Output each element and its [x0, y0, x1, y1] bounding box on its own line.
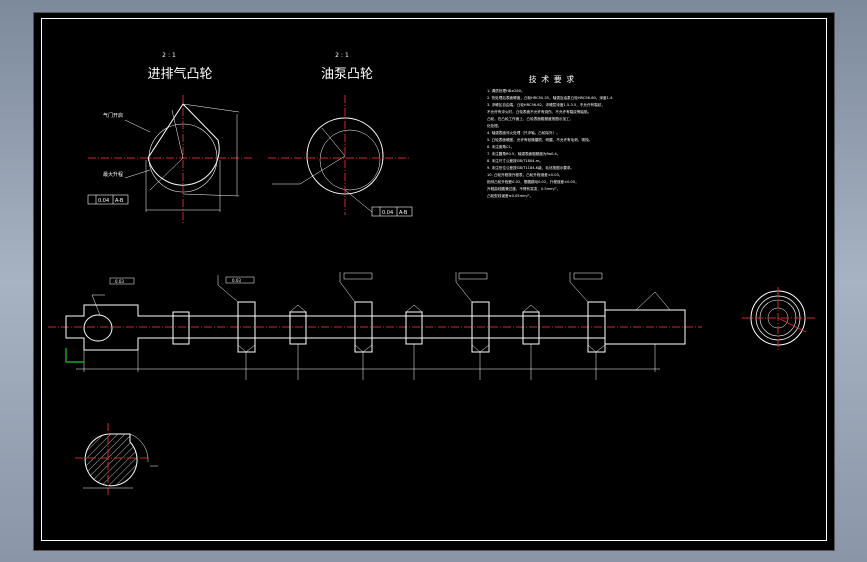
technical-requirements: 技 术 要 求 1. 调质处理HB≥280。 2. 热处理后表面硬度，凸轮HRC… — [487, 74, 614, 198]
datum-flag-1 — [225, 276, 255, 284]
tech-line: 6. 未注倒角C1。 — [487, 144, 514, 149]
tolerance-frame-1 — [87, 194, 129, 205]
datum-flag-text: 0.03 — [232, 278, 241, 283]
tech-line: 9. 未注形位公差按GB/T1184-K级，毛坯按图示要求。 — [487, 165, 574, 170]
end-view — [742, 287, 815, 352]
lift-leader — [124, 169, 151, 179]
journal-4 — [522, 311, 540, 345]
tech-line: 升程曲线圆滑过渡，不得有突变，0.5mm/°， — [487, 186, 560, 191]
pump-view-title: 油泵凸轮 — [321, 67, 373, 82]
pump-cam-inner — [319, 129, 381, 191]
gear-flange — [83, 314, 113, 342]
datum-flag-5 — [109, 277, 135, 285]
tech-line: 相邻凸轮升程差0.02，基圆跳动0.02，升程误差±0.05， — [487, 179, 579, 184]
cam-lobe-2 — [354, 301, 373, 353]
section-angle-dim — [129, 433, 149, 463]
dimension-ticks — [83, 344, 656, 380]
journal-1 — [172, 311, 190, 345]
ucs-icon — [65, 348, 84, 363]
intake-exhaust-cam-view: 2:1 进排气凸轮 气门开启 最大升程 0.04 A-B — [87, 52, 252, 225]
tolerance-datum-1: A-B — [115, 198, 124, 204]
tech-line: 凸轮型线误差≤0.05mm/°。 — [487, 193, 533, 198]
tech-line: 化处理。 — [487, 123, 501, 128]
max-lift-label: 最大升程 — [103, 171, 123, 178]
cam-view-title: 进排气凸轮 — [147, 66, 212, 82]
tech-line: 4. 轴颈表面淬火处理（只淬轴，凸轮除外）。 — [487, 130, 560, 135]
drawing-sheet — [33, 12, 835, 551]
tolerance-frame-2 — [371, 206, 413, 217]
journal-3 — [405, 311, 423, 345]
tech-line: 5. 凸轮表面硬度，允许有轻微磨损，研磨，不允许有毛刺、锈蚀。 — [487, 137, 592, 142]
tech-requirements-title: 技 术 要 求 — [529, 74, 576, 84]
shaft-sections — [172, 301, 606, 353]
section-hatch — [84, 433, 138, 487]
drawing-border — [41, 18, 827, 541]
datum-flag-4 — [573, 272, 603, 280]
tech-line: 7. 未注圆角R0.5，轴颈表面粗糙度为Ra0.4。 — [487, 151, 560, 156]
cam-lobe-1 — [237, 301, 256, 353]
valve-open-leader — [124, 119, 151, 133]
tech-line: 凸轮，在凸轮工作面上，凸轮表面粗糙度按图示加工， — [487, 116, 573, 121]
tolerance-value-1: 0.04 — [98, 198, 109, 204]
cam-profile — [147, 103, 220, 186]
datum-flag-text: 0.03 — [115, 279, 124, 284]
datum-flag-2 — [343, 272, 373, 280]
journal-2 — [289, 311, 307, 345]
tolerance-datum-2: A-B — [399, 210, 408, 216]
tech-line: 2. 热处理后表面硬度，凸轮HRC50-55，轴颈及油泵凸轮HRC56-60，深… — [487, 95, 614, 100]
tech-line: 不允许有淬火时，凸轮表面不允许有烧伤、不允许有裂纹等缺陷。 — [487, 109, 591, 114]
key-section-view — [75, 423, 158, 495]
camshaft-main-view: 0.03 0.03 — [48, 272, 702, 380]
valve-open-label: 气门开启 — [103, 112, 123, 119]
pump-view-scale: 2:1 — [335, 52, 351, 59]
oil-pump-cam-view: 2:1 油泵凸轮 0.04 A-B — [268, 52, 413, 217]
tech-line: 3. 淬硬区自由端，凸轮HRC56-62，淬硬层深度1.5-3.5，不允许有裂纹… — [487, 102, 605, 107]
cam-lobe-4 — [587, 301, 606, 353]
cam-view-scale: 2:1 — [162, 52, 178, 59]
datum-flag-3 — [458, 272, 488, 280]
tech-line: 1. 调质处理HB≥280。 — [487, 88, 525, 93]
tech-line: 10. 凸轮升程按升程表，凸轮升程误差±0.03， — [487, 172, 562, 177]
cam-lobe-3 — [471, 301, 490, 353]
tolerance-value-2: 0.04 — [382, 210, 393, 216]
shaft-outline — [65, 304, 686, 351]
tech-line: 8. 未注尺寸公差按GB/T1804-m。 — [487, 158, 543, 163]
